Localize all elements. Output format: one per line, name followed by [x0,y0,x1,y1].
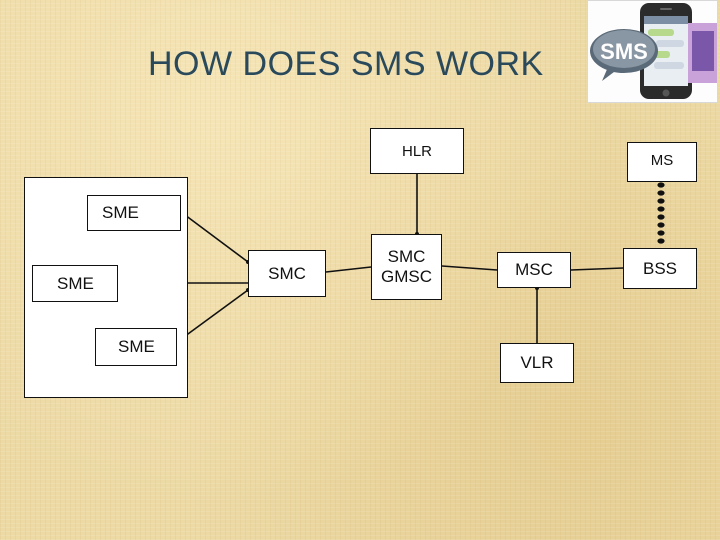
radio-link-dots [657,182,665,244]
page-title: HOW DOES SMS WORK [148,45,544,83]
vlr-label: VLR [520,353,554,372]
bss-node: BSS [623,248,697,289]
sms-phone-logo-icon: SMS [590,3,717,99]
link-gmsc-msc [441,265,498,271]
smc-label: SMC [268,263,306,283]
ms-node: MS [627,142,697,182]
sme-bottom-node: SME [95,328,177,366]
link-sme-top-smc [180,211,249,263]
sme-mid-node: SME [32,265,118,302]
sme-top-node: SME [87,195,181,231]
smc-gmsc-label-line2: GMSC [381,267,432,286]
msc-node: MSC [497,252,571,288]
sme-bottom-label: SME [118,337,155,356]
sme-mid-label: SME [57,273,94,293]
ms-label: MS [650,152,674,169]
smc-node: SMC [248,250,326,297]
msc-label: MSC [515,260,553,279]
hlr-node: HLR [370,128,464,174]
smc-gmsc-node: SMC GMSC [371,234,442,300]
link-sme-bottom-smc [176,289,249,343]
sms-logo: SMS [587,0,718,103]
vlr-node: VLR [500,343,574,383]
bss-label: BSS [642,258,678,278]
sme-top-label: SME [102,203,139,222]
link-smc-gmsc [325,266,372,273]
smc-gmsc-label-line1: SMC [387,247,426,266]
logo-text: SMS [600,39,648,64]
link-msc-bss [570,267,624,271]
hlr-label: HLR [401,143,432,160]
